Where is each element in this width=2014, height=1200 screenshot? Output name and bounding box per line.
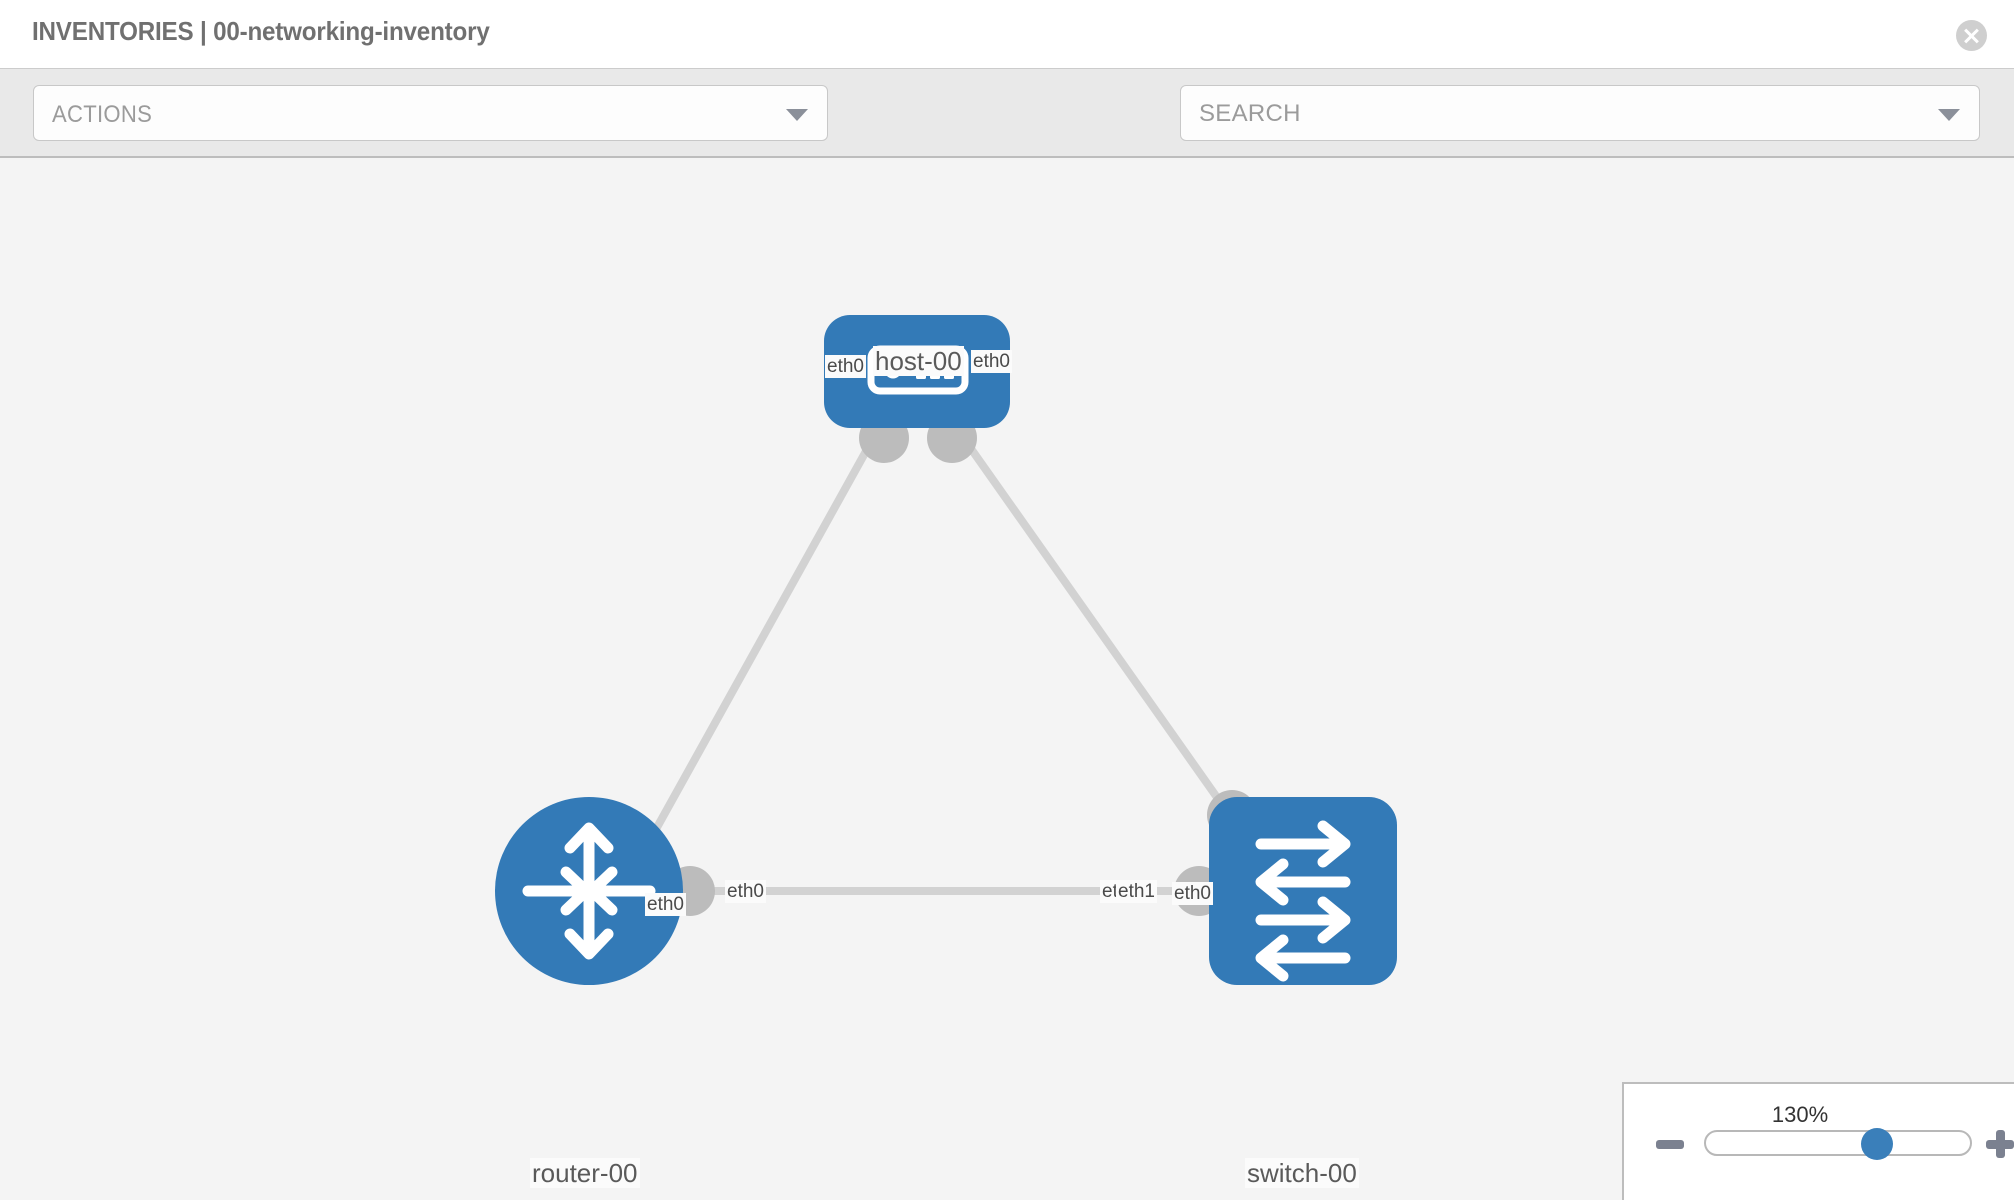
- zoom-out-button[interactable]: [1656, 1140, 1684, 1149]
- node-label-host: host-00: [873, 346, 964, 376]
- zoom-slider-thumb[interactable]: [1861, 1128, 1893, 1160]
- page-title: INVENTORIES | 00-networking-inventory: [32, 16, 490, 46]
- node-label-switch: switch-00: [1245, 1158, 1359, 1188]
- zoom-in-button[interactable]: [1986, 1130, 2014, 1158]
- search-input[interactable]: [1197, 86, 1901, 142]
- link-host-switch: [951, 423, 1244, 833]
- topology-canvas[interactable]: host-00 router-00 switch-00 eth0 eth0 et…: [0, 158, 2014, 1200]
- edge-label-router-right: eth0: [725, 880, 766, 903]
- node-router-00: [495, 797, 683, 985]
- chevron-down-icon: [786, 109, 808, 121]
- edge-label-host-left: eth0: [825, 355, 866, 378]
- router-arrows-icon: [522, 822, 656, 960]
- zoom-control-panel: 130%: [1622, 1082, 2014, 1200]
- zoom-slider[interactable]: [1704, 1130, 1972, 1156]
- switch-arrows-icon: [1255, 820, 1351, 982]
- node-switch-00: [1209, 797, 1397, 985]
- actions-dropdown[interactable]: ACTIONS: [33, 85, 828, 141]
- close-icon[interactable]: [1956, 20, 1987, 51]
- page-header: INVENTORIES | 00-networking-inventory: [0, 0, 2014, 68]
- search-box[interactable]: [1180, 85, 1980, 142]
- topology-links: [636, 423, 1244, 895]
- toolbar: ACTIONS: [0, 68, 2014, 203]
- edge-label-switch-left: eth1: [1116, 880, 1157, 903]
- edge-label-switch-up: eth0: [1172, 882, 1213, 905]
- zoom-percent-label: 130%: [1771, 1102, 1829, 1127]
- link-host-router: [636, 424, 884, 860]
- chevron-down-icon[interactable]: [1938, 109, 1960, 121]
- edge-label-host-right: eth0: [971, 350, 1012, 373]
- actions-dropdown-label: ACTIONS: [52, 101, 153, 128]
- edge-label-router-up: eth0: [645, 893, 686, 916]
- topology-endpoints: [665, 413, 1257, 916]
- topology-graph: [495, 315, 1397, 985]
- node-label-router: router-00: [530, 1158, 640, 1188]
